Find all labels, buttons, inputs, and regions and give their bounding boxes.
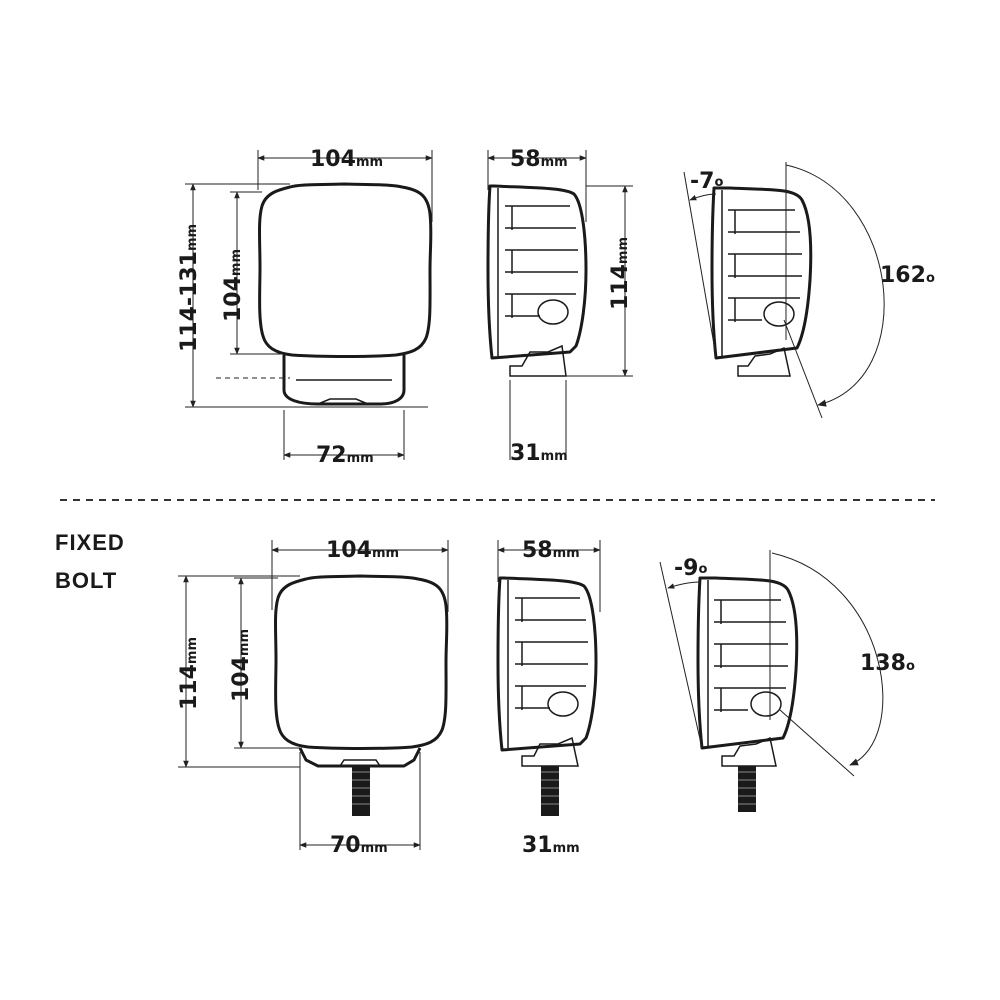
bottom-front-view [178,540,449,850]
svg-text:114-131mm: 114-131mm [177,224,202,352]
top-front-bracket-label: 72mm [316,443,374,468]
section-label-bolt: BOLT [55,568,117,593]
svg-text:114mm: 114mm [177,637,202,710]
svg-text:31mm: 31mm [510,441,568,466]
bottom-side-view [496,540,601,816]
bottom-side-depth-label: 58mm [522,538,580,563]
bottom-front-width-label: 104mm [326,538,399,563]
top-side-depth-label: 58mm [510,147,568,172]
svg-text:31mm: 31mm [522,833,580,858]
svg-text:104mm: 104mm [310,147,383,172]
svg-text:104mm: 104mm [229,629,254,702]
top-front-height-range-label: 114-131mm [177,224,202,352]
svg-text:70mm: 70mm [330,833,388,858]
svg-text:-7o: -7o [690,169,723,194]
svg-text:104mm: 104mm [221,249,246,322]
bottom-angle-tilt-label: -9o [674,556,707,581]
svg-text:58mm: 58mm [522,538,580,563]
bottom-front-bolt-label: 70mm [330,833,388,858]
svg-text:72mm: 72mm [316,443,374,468]
top-front-width-label: 104mm [310,147,383,172]
bottom-angle-view [659,550,884,812]
svg-text:-9o: -9o [674,556,707,581]
svg-text:114mm: 114mm [608,237,633,310]
top-side-mount-label: 31mm [510,441,568,466]
top-angle-sweep-label: 162o [880,263,935,288]
svg-text:138o: 138o [860,651,915,676]
section-label-fixed: FIXED [55,530,125,555]
top-angle-tilt-label: -7o [690,169,723,194]
top-front-inner-height-label: 104mm [221,249,246,322]
top-side-height-label: 114mm [608,237,633,310]
bottom-front-height-label: 114mm [177,637,202,710]
svg-text:58mm: 58mm [510,147,568,172]
svg-text:162o: 162o [880,263,935,288]
svg-text:104mm: 104mm [326,538,399,563]
top-front-view [185,150,433,460]
bottom-front-inner-height-label: 104mm [229,629,254,702]
bottom-angle-sweep-label: 138o [860,651,915,676]
top-angle-view [683,162,885,419]
top-side-view [486,150,633,460]
bottom-side-mount-label: 31mm [522,833,580,858]
